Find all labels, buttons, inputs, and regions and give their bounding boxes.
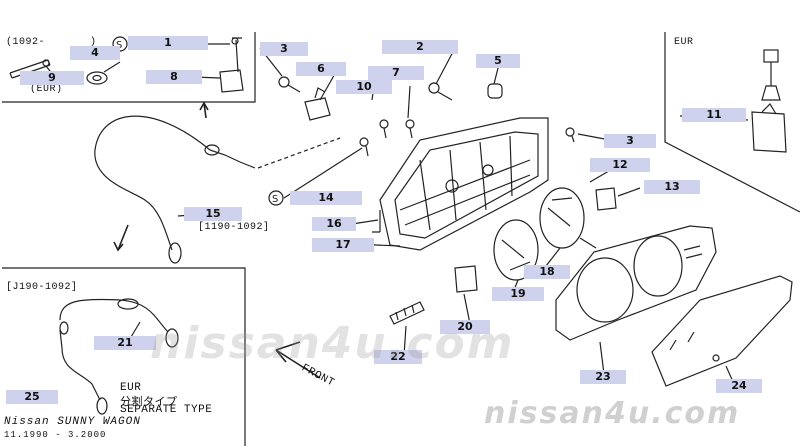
top-left-code-label: (1092- <box>6 37 46 48</box>
watermark-bottom-right: nissan4u.com <box>484 396 741 431</box>
callout-14: 14 <box>290 191 362 205</box>
callout-24: 24 <box>716 379 762 393</box>
bottom-left-inset-frame <box>2 267 246 446</box>
callout-2: 2 <box>382 40 458 54</box>
separate-eur-label: EUR <box>120 382 142 394</box>
cluster-lens-part-23 <box>555 225 717 341</box>
screw-part-3-left <box>278 76 301 93</box>
callout-8: 8 <box>146 70 202 84</box>
screw-part-2 <box>428 82 453 101</box>
callout-23: 23 <box>580 370 626 384</box>
cluster-housing-part-16 <box>379 117 549 251</box>
s-mark-top <box>112 36 128 52</box>
watermark-center: nissan4u.com <box>150 318 515 369</box>
callout-16: 16 <box>312 217 356 231</box>
glass-part-24 <box>651 275 793 387</box>
callout-21: 21 <box>94 336 156 350</box>
callout-9: 9 <box>20 71 84 85</box>
left-code-label: [1190-1092] <box>198 222 270 233</box>
bracket-part-8 <box>219 37 244 93</box>
eur-paren-label: (EUR) <box>30 84 63 95</box>
eur-right-label: EUR <box>674 37 694 48</box>
callout-15: 15 <box>184 207 242 221</box>
callout-17: 17 <box>312 238 374 252</box>
footer-dates: 11.1990 - 3.2000 <box>4 430 107 440</box>
circuit-part-22 <box>389 301 425 325</box>
front-arrow <box>275 341 321 379</box>
callout-12: 12 <box>590 158 650 172</box>
film-part-13 <box>595 187 617 211</box>
top-left-close-label: ) <box>90 37 97 48</box>
callout-10: 10 <box>336 80 392 94</box>
separate-jp-label: 分割タイプ <box>120 395 178 408</box>
callout-1: 1 <box>128 36 208 50</box>
grommet-part-4 <box>86 71 108 85</box>
callout-22: 22 <box>374 350 422 364</box>
screw-part-7 <box>405 119 415 139</box>
callout-3-right: 3 <box>604 134 656 148</box>
s-glyph-top: S <box>116 40 122 51</box>
callout-4: 4 <box>70 46 120 60</box>
tachometer-dial-part-18 <box>539 187 597 249</box>
screw-part-3-right <box>565 127 575 143</box>
speedometer-cable-part-15 <box>94 101 256 264</box>
callout-6: 6 <box>296 62 346 76</box>
separate-cable-part-21-25 <box>59 298 179 415</box>
callout-25: 25 <box>6 390 58 404</box>
screw-part-10 <box>379 119 389 139</box>
bulb-part-5 <box>487 83 503 99</box>
s-mark-14 <box>268 190 284 206</box>
callout-5: 5 <box>476 54 520 68</box>
callout-11: 11 <box>682 108 746 122</box>
separate-type-label: SEPARATE TYPE <box>120 404 213 416</box>
s-glyph-14: S <box>272 194 278 205</box>
callout-18: 18 <box>524 265 570 279</box>
right-inset-frame <box>664 32 800 213</box>
footer-model: Nissan SUNNY WAGON <box>4 416 141 428</box>
film-part-20 <box>454 265 478 293</box>
callout-20: 20 <box>440 320 490 334</box>
callout-19: 19 <box>492 287 544 301</box>
callout-7: 7 <box>368 66 424 80</box>
screw-part-14 <box>359 137 369 157</box>
bottom-code-label: [J190-1092] <box>6 282 78 293</box>
top-left-inset-frame <box>2 32 256 103</box>
callout-13: 13 <box>644 180 700 194</box>
clip-part-6 <box>304 87 331 121</box>
speedometer-dial-part-19 <box>493 219 539 281</box>
callout-3-left: 3 <box>260 42 308 56</box>
bulb-socket-part-11 <box>751 49 787 153</box>
